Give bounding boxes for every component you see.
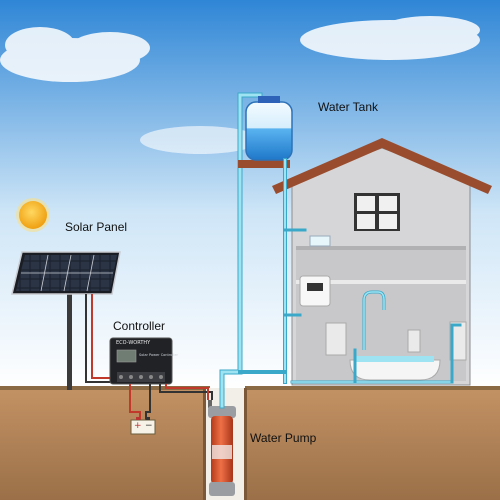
battery-minus: − [145,421,153,431]
controller-device [109,337,173,385]
label-water-pump: Water Pump [250,431,317,445]
controller-wires [129,384,213,420]
panel-wires [85,294,118,383]
label-controller: Controller [113,319,166,333]
label-solar-panel: Solar Panel [65,220,128,234]
sun-icon [16,198,50,232]
ground [0,386,500,500]
pipe-distribution [238,158,462,384]
battery-icon [130,417,156,435]
battery-plus: + [134,421,142,431]
house [272,138,492,386]
controller-brand: ECO-WORTHY [116,340,151,346]
water-pump [208,400,236,496]
controller-model: Solar Power Controller [139,353,178,357]
label-water-tank: Water Tank [318,100,379,114]
clouds [0,16,480,154]
water-tank [238,96,293,168]
solar-panel [11,251,121,390]
